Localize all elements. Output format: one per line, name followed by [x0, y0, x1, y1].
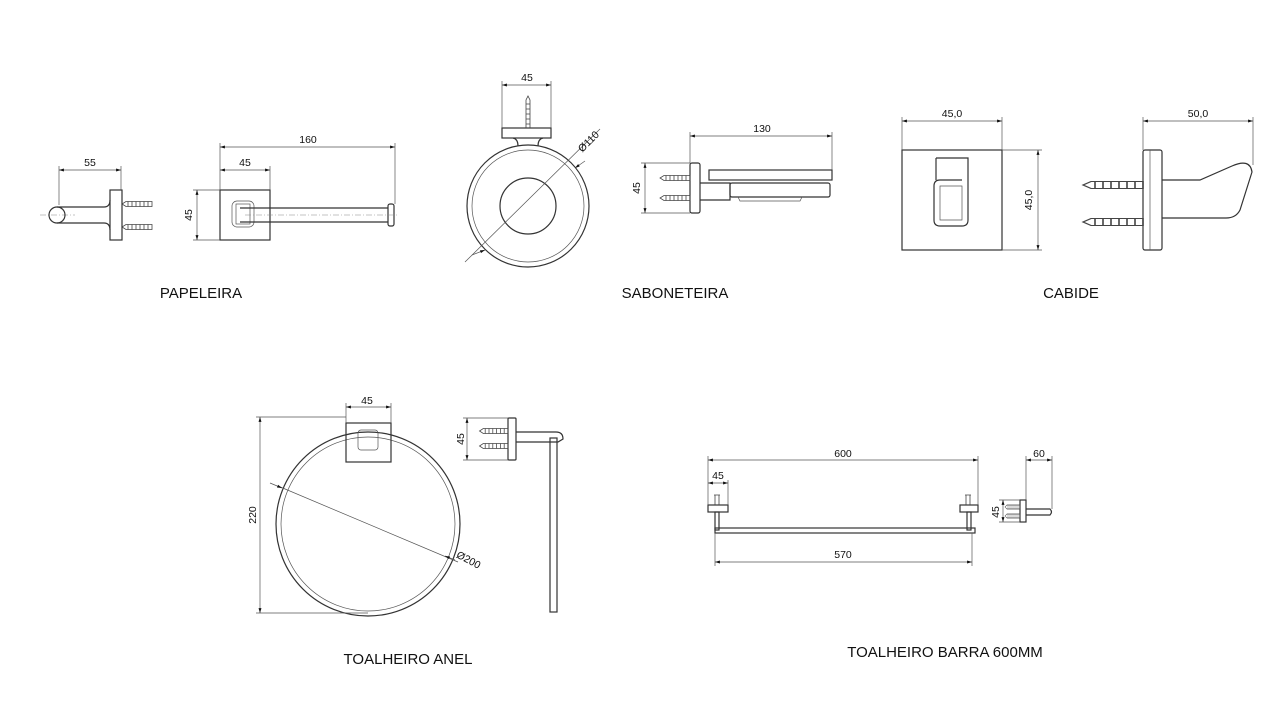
toalheiro-barra-front-view: 600 45 570 — [707, 448, 979, 566]
cabide-side-view: 50,0 — [1082, 108, 1254, 251]
dimension-label: 55 — [84, 157, 96, 169]
dimension-label: 45,0 — [942, 108, 963, 120]
dimension-label: 45 — [712, 470, 724, 482]
saboneteira-top-view: 45 Ø110 — [464, 72, 602, 268]
toalheiro-barra-drawing: 600 45 570 60 45 TOALHEIRO BARRA 600MM — [707, 448, 1053, 661]
dimension-label: 45 — [631, 182, 643, 194]
dimension-label: 45 — [455, 433, 467, 445]
dimension-label: 160 — [299, 134, 317, 146]
dimension-label: 600 — [834, 448, 852, 460]
toalheiro-anel-front-view: 45 220 Ø200 — [247, 395, 483, 617]
product-title: CABIDE — [1043, 285, 1099, 302]
dimension-label: 220 — [247, 506, 259, 524]
dimension-label: 45 — [521, 72, 533, 84]
papeleira-drawing: 55 160 45 45 PAPELEIRA — [40, 134, 398, 302]
cabide-drawing: 45,0 45,0 50,0 CABIDE — [901, 108, 1254, 302]
product-title: PAPELEIRA — [160, 285, 242, 302]
dimension-label: Ø200 — [454, 549, 482, 572]
dimension-label: 45 — [990, 506, 1002, 518]
dimension-label: 45 — [239, 157, 251, 169]
saboneteira-drawing: 45 Ø110 130 45 SABONETEIRA — [464, 72, 833, 302]
toalheiro-anel-side-view: 45 — [455, 417, 564, 613]
dimension-label: 570 — [834, 549, 852, 561]
dimension-label: Ø110 — [576, 129, 602, 155]
product-title: SABONETEIRA — [622, 285, 729, 302]
saboneteira-side-view: 130 45 — [631, 123, 833, 214]
dimension-label: 45 — [183, 209, 195, 221]
papeleira-side-view: 55 — [40, 157, 153, 241]
cabide-front-view: 45,0 45,0 — [901, 108, 1042, 251]
product-title: TOALHEIRO ANEL — [344, 651, 473, 668]
product-title: TOALHEIRO BARRA 600MM — [847, 644, 1043, 661]
dimension-label: 45,0 — [1023, 190, 1035, 211]
dimension-label: 50,0 — [1188, 108, 1209, 120]
dimension-label: 45 — [361, 395, 373, 407]
toalheiro-anel-drawing: 45 220 Ø200 45 TOALHEIRO ANEL — [247, 395, 564, 668]
papeleira-front-view: 160 45 45 — [183, 134, 398, 241]
dimension-label: 130 — [753, 123, 771, 135]
dimension-label: 60 — [1033, 448, 1045, 460]
toalheiro-barra-side-view: 60 45 — [990, 448, 1053, 523]
